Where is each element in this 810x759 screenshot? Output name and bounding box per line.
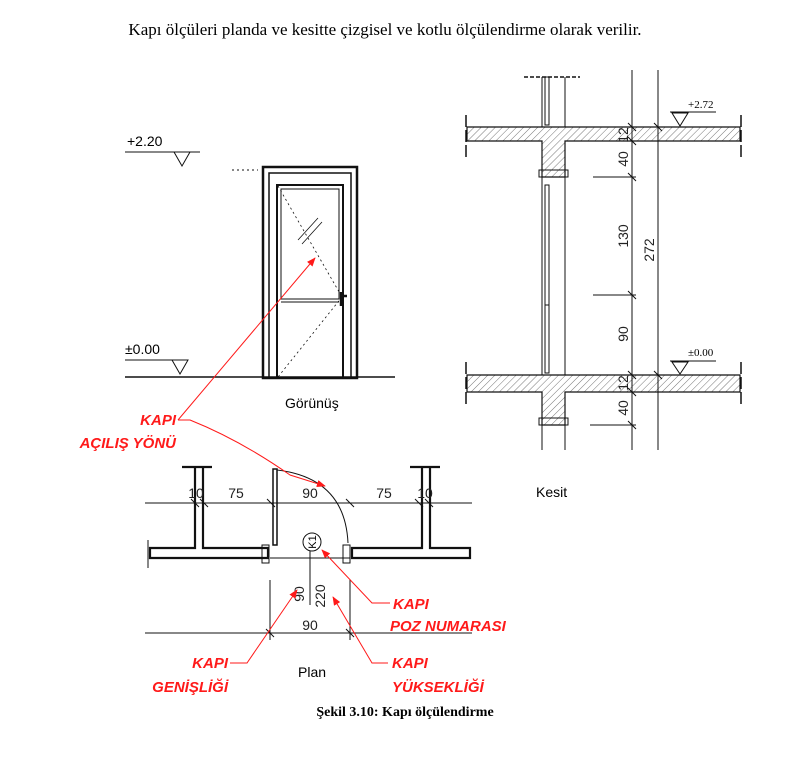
elevation-top-level: +2.20	[127, 133, 163, 149]
section-dim: 12	[615, 127, 631, 143]
section-dim: 90	[615, 326, 631, 342]
upper-slab	[466, 126, 741, 178]
annotation-position-number: POZ NUMARASI	[390, 618, 507, 635]
figure-caption: Şekil 3.10: Kapı ölçülendirme	[316, 705, 493, 720]
plan-dim: 75	[228, 485, 244, 501]
plan-dim: 10	[188, 485, 204, 501]
door-height: 220	[312, 584, 328, 608]
annotation-opening-direction: KAPI	[140, 412, 177, 429]
section-view: 12 40 130 90 12 40 272 +2.72 ±0.00 Kesit	[465, 70, 742, 500]
opening-dim: 90	[302, 617, 318, 633]
level-marker-icon	[171, 359, 189, 376]
annotations	[177, 257, 390, 664]
plan-dim: 90	[302, 485, 318, 501]
door-tag: K1	[307, 535, 319, 548]
annotation-position-number: KAPI	[393, 596, 430, 613]
level-marker-icon	[173, 151, 191, 168]
lower-slab	[466, 374, 741, 426]
section-dim: 40	[615, 400, 631, 416]
section-dim: 12	[615, 375, 631, 391]
plan-view: 10 75 90 75 10 K1 90 220 90 Plan	[145, 465, 472, 680]
door-handle-icon	[339, 292, 347, 306]
door-width: 90	[291, 586, 307, 602]
annotation-opening-direction: AÇILIŞ YÖNÜ	[79, 435, 178, 452]
annotation-height: YÜKSEKLİĞİ	[392, 678, 485, 696]
level-marker-icon	[671, 112, 689, 127]
section-bottom-level: ±0.00	[688, 347, 714, 359]
level-marker-icon	[671, 361, 689, 375]
elevation-view: +2.20 ±0.00 Görünüş	[125, 133, 395, 411]
elevation-title: Görünüş	[285, 395, 339, 411]
plan-dim: 75	[376, 485, 392, 501]
plan-title: Plan	[298, 664, 326, 680]
door-leaf	[272, 468, 278, 546]
section-dim: 130	[615, 224, 631, 248]
annotation-width: KAPI	[192, 655, 229, 672]
annotation-height: KAPI	[392, 655, 429, 672]
section-title: Kesit	[536, 484, 567, 500]
plan-dim: 10	[417, 485, 433, 501]
intro-text: Kapı ölçüleri planda ve kesitte çizgisel…	[128, 20, 641, 39]
section-total-dim: 272	[641, 238, 657, 262]
door-tag-circle	[302, 532, 322, 552]
elevation-bottom-level: ±0.00	[125, 341, 160, 357]
section-top-level: +2.72	[688, 99, 713, 111]
door-swing-arc	[276, 469, 349, 544]
annotation-width: GENİŞLİĞİ	[152, 678, 229, 696]
section-dim: 40	[615, 151, 631, 167]
